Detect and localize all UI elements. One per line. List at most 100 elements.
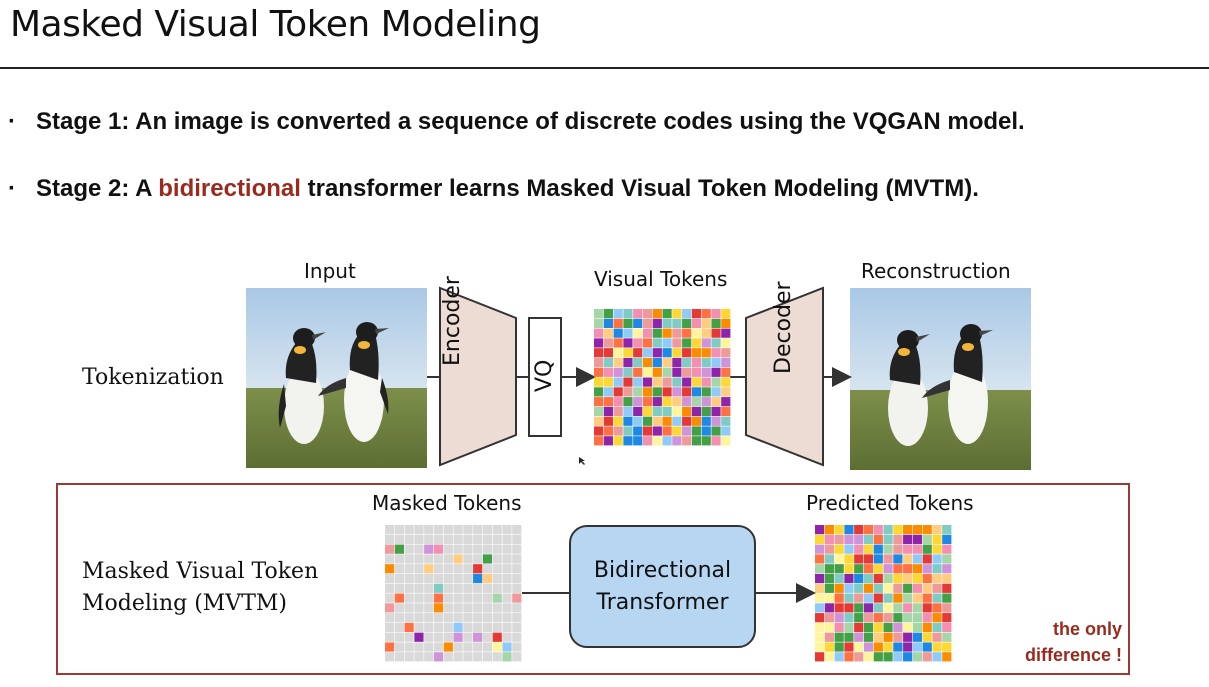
token-cell <box>652 318 662 328</box>
token-cell <box>844 534 854 544</box>
masked-token <box>404 544 414 554</box>
masked-token <box>502 632 512 642</box>
masked-token <box>414 642 424 652</box>
token-cell <box>863 573 874 584</box>
difference-note: the only difference ! <box>990 616 1122 668</box>
token-cell <box>594 377 604 387</box>
token-cell <box>613 426 623 436</box>
token-cell <box>721 348 731 358</box>
masked-token <box>394 652 404 662</box>
masked-token <box>394 642 404 652</box>
masked-token <box>433 573 444 584</box>
token-cell <box>691 348 702 358</box>
masked-token <box>424 534 434 544</box>
masked-token <box>512 534 522 544</box>
token-cell <box>863 525 874 535</box>
token-cell <box>873 593 883 603</box>
masked-token <box>443 603 453 613</box>
token-cell <box>863 583 874 593</box>
token-cell <box>844 564 854 574</box>
token-cell <box>433 544 444 554</box>
token-cell <box>883 564 893 574</box>
penguin-left <box>888 330 930 446</box>
token-cell <box>903 544 913 554</box>
masked-token <box>404 564 414 574</box>
masked-token <box>473 622 483 633</box>
masked-token <box>502 544 512 554</box>
token-cell <box>603 397 613 407</box>
token-cell <box>893 564 903 574</box>
token-cell <box>711 309 721 319</box>
token-cell <box>824 573 834 584</box>
token-cell <box>691 426 702 436</box>
token-cell <box>594 309 604 319</box>
token-cell <box>482 573 493 584</box>
token-cell <box>912 583 923 593</box>
token-cell <box>942 525 952 535</box>
token-cell <box>662 318 672 328</box>
masked-token <box>414 613 424 623</box>
token-cell <box>414 632 424 642</box>
masked-token <box>512 554 522 564</box>
token-cell <box>932 544 942 554</box>
masked-token <box>463 652 473 662</box>
token-cell <box>633 367 643 377</box>
token-cell <box>863 622 874 633</box>
token-cell <box>672 309 682 319</box>
token-cell <box>844 632 854 642</box>
token-cell <box>942 622 952 633</box>
token-cell <box>603 377 613 387</box>
masked-token <box>512 632 522 642</box>
mvtm-flow <box>522 583 816 603</box>
masked-token <box>433 632 444 642</box>
masked-token <box>414 534 424 544</box>
token-cell <box>623 309 633 319</box>
masked-token <box>492 583 502 593</box>
token-cell <box>922 564 932 574</box>
token-cell <box>682 367 692 377</box>
token-cell <box>623 387 633 397</box>
token-cell <box>922 525 932 535</box>
masked-token <box>443 534 453 544</box>
token-cell <box>623 406 633 417</box>
token-cell <box>701 416 711 426</box>
token-cell <box>711 406 721 417</box>
masked-token <box>502 622 512 633</box>
token-cell <box>854 593 864 603</box>
token-cell <box>672 426 682 436</box>
token-cell <box>623 357 633 368</box>
token-cell <box>662 416 672 426</box>
token-cell <box>662 377 672 387</box>
masked-token <box>502 583 512 593</box>
token-cell <box>815 554 825 564</box>
token-cell <box>633 318 643 328</box>
masked-token <box>443 632 453 642</box>
masked-token <box>502 525 512 535</box>
token-cell <box>912 534 923 544</box>
token-cell <box>873 544 883 554</box>
masked-token <box>473 544 483 554</box>
masked-token <box>385 534 395 544</box>
token-cell <box>662 426 672 436</box>
token-cell <box>642 348 653 358</box>
token-cell <box>863 613 874 623</box>
masked-token <box>404 583 414 593</box>
masked-token <box>433 613 444 623</box>
token-cell <box>711 357 721 368</box>
token-cell <box>844 593 854 603</box>
masked-token <box>512 583 522 593</box>
masked-token <box>424 642 434 652</box>
masked-token <box>512 622 522 633</box>
token-cell <box>873 603 883 613</box>
token-cell <box>912 573 923 584</box>
token-cell <box>883 554 893 564</box>
token-cell <box>883 583 893 593</box>
bullet-marker: · <box>8 175 16 202</box>
token-cell <box>642 426 653 436</box>
token-cell <box>613 348 623 358</box>
token-cell <box>873 525 883 535</box>
token-cell <box>652 328 662 338</box>
token-cell <box>682 338 692 348</box>
token-cell <box>662 357 672 368</box>
token-cell <box>642 328 653 338</box>
